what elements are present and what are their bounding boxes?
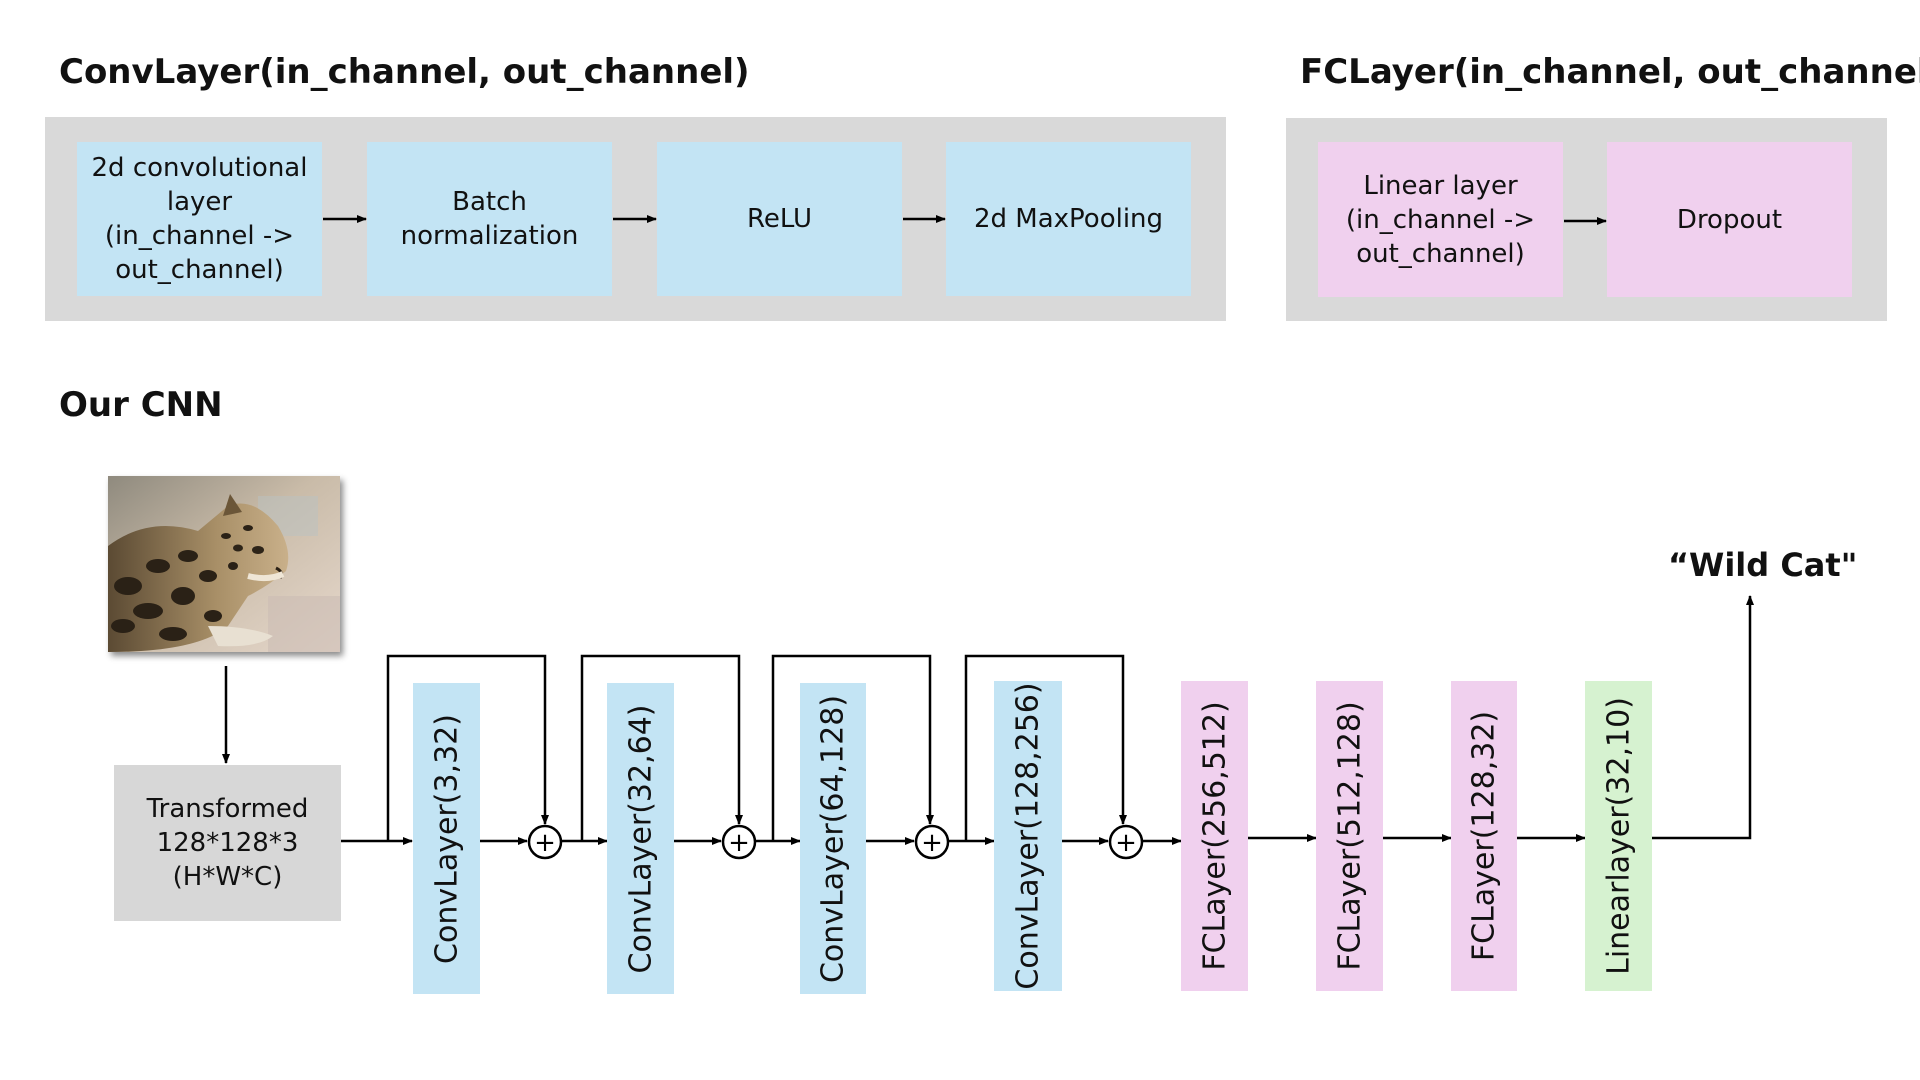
fclayer-512-128-box: FCLayer(512,128) [1316, 681, 1383, 991]
fclayer-definition-title: FCLayer(in_channel, out_channel) [1300, 52, 1920, 92]
relu-step: ReLU [657, 142, 902, 296]
convlayer-32-64-box: ConvLayer(32,64) [607, 683, 674, 994]
layer-label: ConvLayer(3,32) [429, 713, 464, 964]
convlayer-definition-title: ConvLayer(in_channel, out_channel) [59, 52, 750, 92]
transformed-input-box: Transformed 128*128*3 (H*W*C) [114, 765, 341, 921]
add-node-4: + [1108, 824, 1144, 860]
add-node-2-symbol: + [728, 828, 750, 858]
layer-label: ConvLayer(32,64) [623, 703, 658, 974]
layer-label: FCLayer(512,128) [1332, 701, 1367, 971]
add-node-3: + [914, 824, 950, 860]
conv2d-step: 2d convolutional layer (in_channel -> ou… [77, 142, 322, 296]
linearlayer-32-10-box: Linearlayer(32,10) [1585, 681, 1652, 991]
fclayer-128-32-box: FCLayer(128,32) [1451, 681, 1517, 991]
layer-label: FCLayer(128,32) [1466, 710, 1502, 962]
maxpool-step: 2d MaxPooling [946, 142, 1191, 296]
batchnorm-step: Batch normalization [367, 142, 612, 296]
convlayer-3-32-box: ConvLayer(3,32) [413, 683, 480, 994]
add-node-3-symbol: + [921, 828, 943, 858]
cat-photo-image [108, 476, 340, 652]
linear-layer-step: Linear layer (in_channel -> out_channel) [1318, 142, 1563, 297]
convlayer-64-128-box: ConvLayer(64,128) [800, 683, 866, 994]
layer-label: ConvLayer(128,256) [1010, 682, 1046, 990]
layer-label: ConvLayer(64,128) [815, 694, 851, 983]
add-node-1-symbol: + [534, 828, 556, 858]
input-cat-photo [108, 476, 340, 652]
convlayer-128-256-box: ConvLayer(128,256) [994, 681, 1062, 991]
add-node-4-symbol: + [1115, 828, 1137, 858]
add-node-1: + [527, 824, 563, 860]
dropout-step: Dropout [1607, 142, 1852, 297]
add-node-2: + [721, 824, 757, 860]
layer-label: FCLayer(256,512) [1197, 701, 1232, 971]
layer-label: Linearlayer(32,10) [1601, 697, 1636, 975]
fclayer-256-512-box: FCLayer(256,512) [1181, 681, 1248, 991]
our-cnn-title: Our CNN [59, 385, 223, 425]
output-label: “Wild Cat" [1668, 546, 1858, 584]
